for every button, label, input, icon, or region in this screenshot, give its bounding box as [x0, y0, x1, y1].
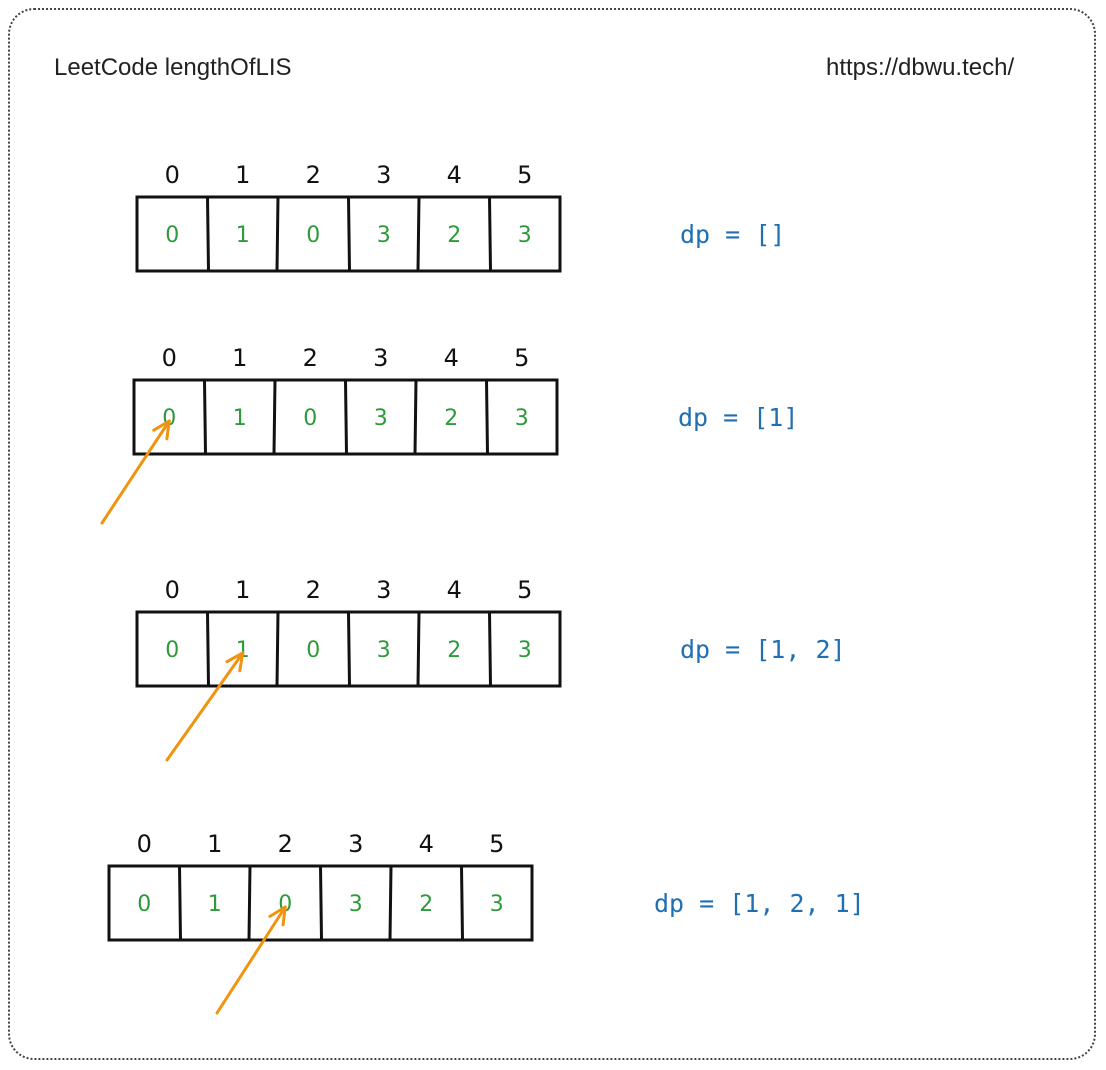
cell-value: 2 — [447, 638, 461, 663]
dp-state-label: dp = [1, 2] — [680, 635, 846, 664]
cell-divider — [488, 196, 492, 272]
cell-divider — [347, 611, 351, 687]
cell-divider — [347, 196, 351, 272]
cell-value: 3 — [377, 638, 391, 663]
pointer-arrow — [100, 419, 171, 525]
index-label: 0 — [162, 344, 177, 372]
cell-divider — [203, 379, 207, 455]
index-label: 1 — [232, 344, 247, 372]
index-label: 2 — [278, 830, 293, 858]
index-label: 0 — [165, 161, 180, 189]
cell-value: 1 — [208, 892, 222, 917]
cell-divider — [275, 196, 280, 272]
dp-state-label: dp = [1] — [678, 403, 798, 432]
cell-divider — [206, 196, 210, 272]
cell-divider — [460, 865, 464, 941]
cell-value: 3 — [377, 223, 391, 248]
index-label: 0 — [137, 830, 152, 858]
source-url: https://dbwu.tech/ — [826, 54, 1015, 81]
index-label: 4 — [447, 576, 462, 604]
cell-divider — [488, 611, 492, 687]
pointer-arrow — [215, 905, 287, 1015]
index-label: 2 — [306, 576, 321, 604]
cell-divider — [344, 379, 348, 455]
cell-value: 0 — [303, 406, 317, 431]
cell-value: 3 — [349, 892, 363, 917]
cell-divider — [206, 611, 210, 687]
index-label: 2 — [306, 161, 321, 189]
index-label: 3 — [373, 344, 388, 372]
index-label: 5 — [514, 344, 529, 372]
cell-value: 3 — [490, 892, 504, 917]
index-label: 3 — [376, 576, 391, 604]
index-label: 5 — [489, 830, 504, 858]
dp-state-label: dp = [] — [680, 220, 785, 249]
cell-divider — [272, 379, 277, 455]
cell-value: 0 — [306, 638, 320, 663]
cell-value: 0 — [306, 223, 320, 248]
cell-divider — [485, 379, 489, 455]
index-label: 5 — [517, 161, 532, 189]
arrow-head — [225, 651, 245, 673]
cell-divider — [319, 865, 323, 941]
diagram-frame — [8, 8, 1096, 1060]
index-label: 2 — [303, 344, 318, 372]
cell-divider — [275, 611, 280, 687]
arrow-head — [268, 905, 287, 927]
cell-value: 1 — [233, 406, 247, 431]
index-label: 1 — [207, 830, 222, 858]
index-label: 1 — [235, 161, 250, 189]
cell-value: 1 — [236, 223, 250, 248]
cell-divider — [388, 865, 393, 941]
pointer-arrow — [165, 651, 245, 762]
cell-value: 3 — [518, 223, 532, 248]
index-label: 3 — [376, 161, 391, 189]
diagram-title: LeetCode lengthOfLIS — [54, 54, 292, 81]
cell-divider — [178, 865, 182, 941]
index-label: 4 — [419, 830, 434, 858]
cell-value: 0 — [165, 223, 179, 248]
dp-state-label: dp = [1, 2, 1] — [654, 889, 865, 918]
cell-value: 3 — [518, 638, 532, 663]
arrow-head — [152, 419, 171, 441]
cell-value: 3 — [374, 406, 388, 431]
cell-value: 0 — [165, 638, 179, 663]
cell-divider — [416, 196, 421, 272]
cell-value: 3 — [515, 406, 529, 431]
cell-value: 0 — [137, 892, 151, 917]
index-label: 4 — [447, 161, 462, 189]
cell-divider — [413, 379, 418, 455]
index-label: 5 — [517, 576, 532, 604]
cell-value: 2 — [447, 223, 461, 248]
index-label: 0 — [165, 576, 180, 604]
index-label: 3 — [348, 830, 363, 858]
cell-value: 2 — [419, 892, 433, 917]
cell-value: 2 — [444, 406, 458, 431]
cell-divider — [416, 611, 421, 687]
cell-divider — [247, 865, 252, 941]
index-label: 4 — [444, 344, 459, 372]
index-label: 1 — [235, 576, 250, 604]
